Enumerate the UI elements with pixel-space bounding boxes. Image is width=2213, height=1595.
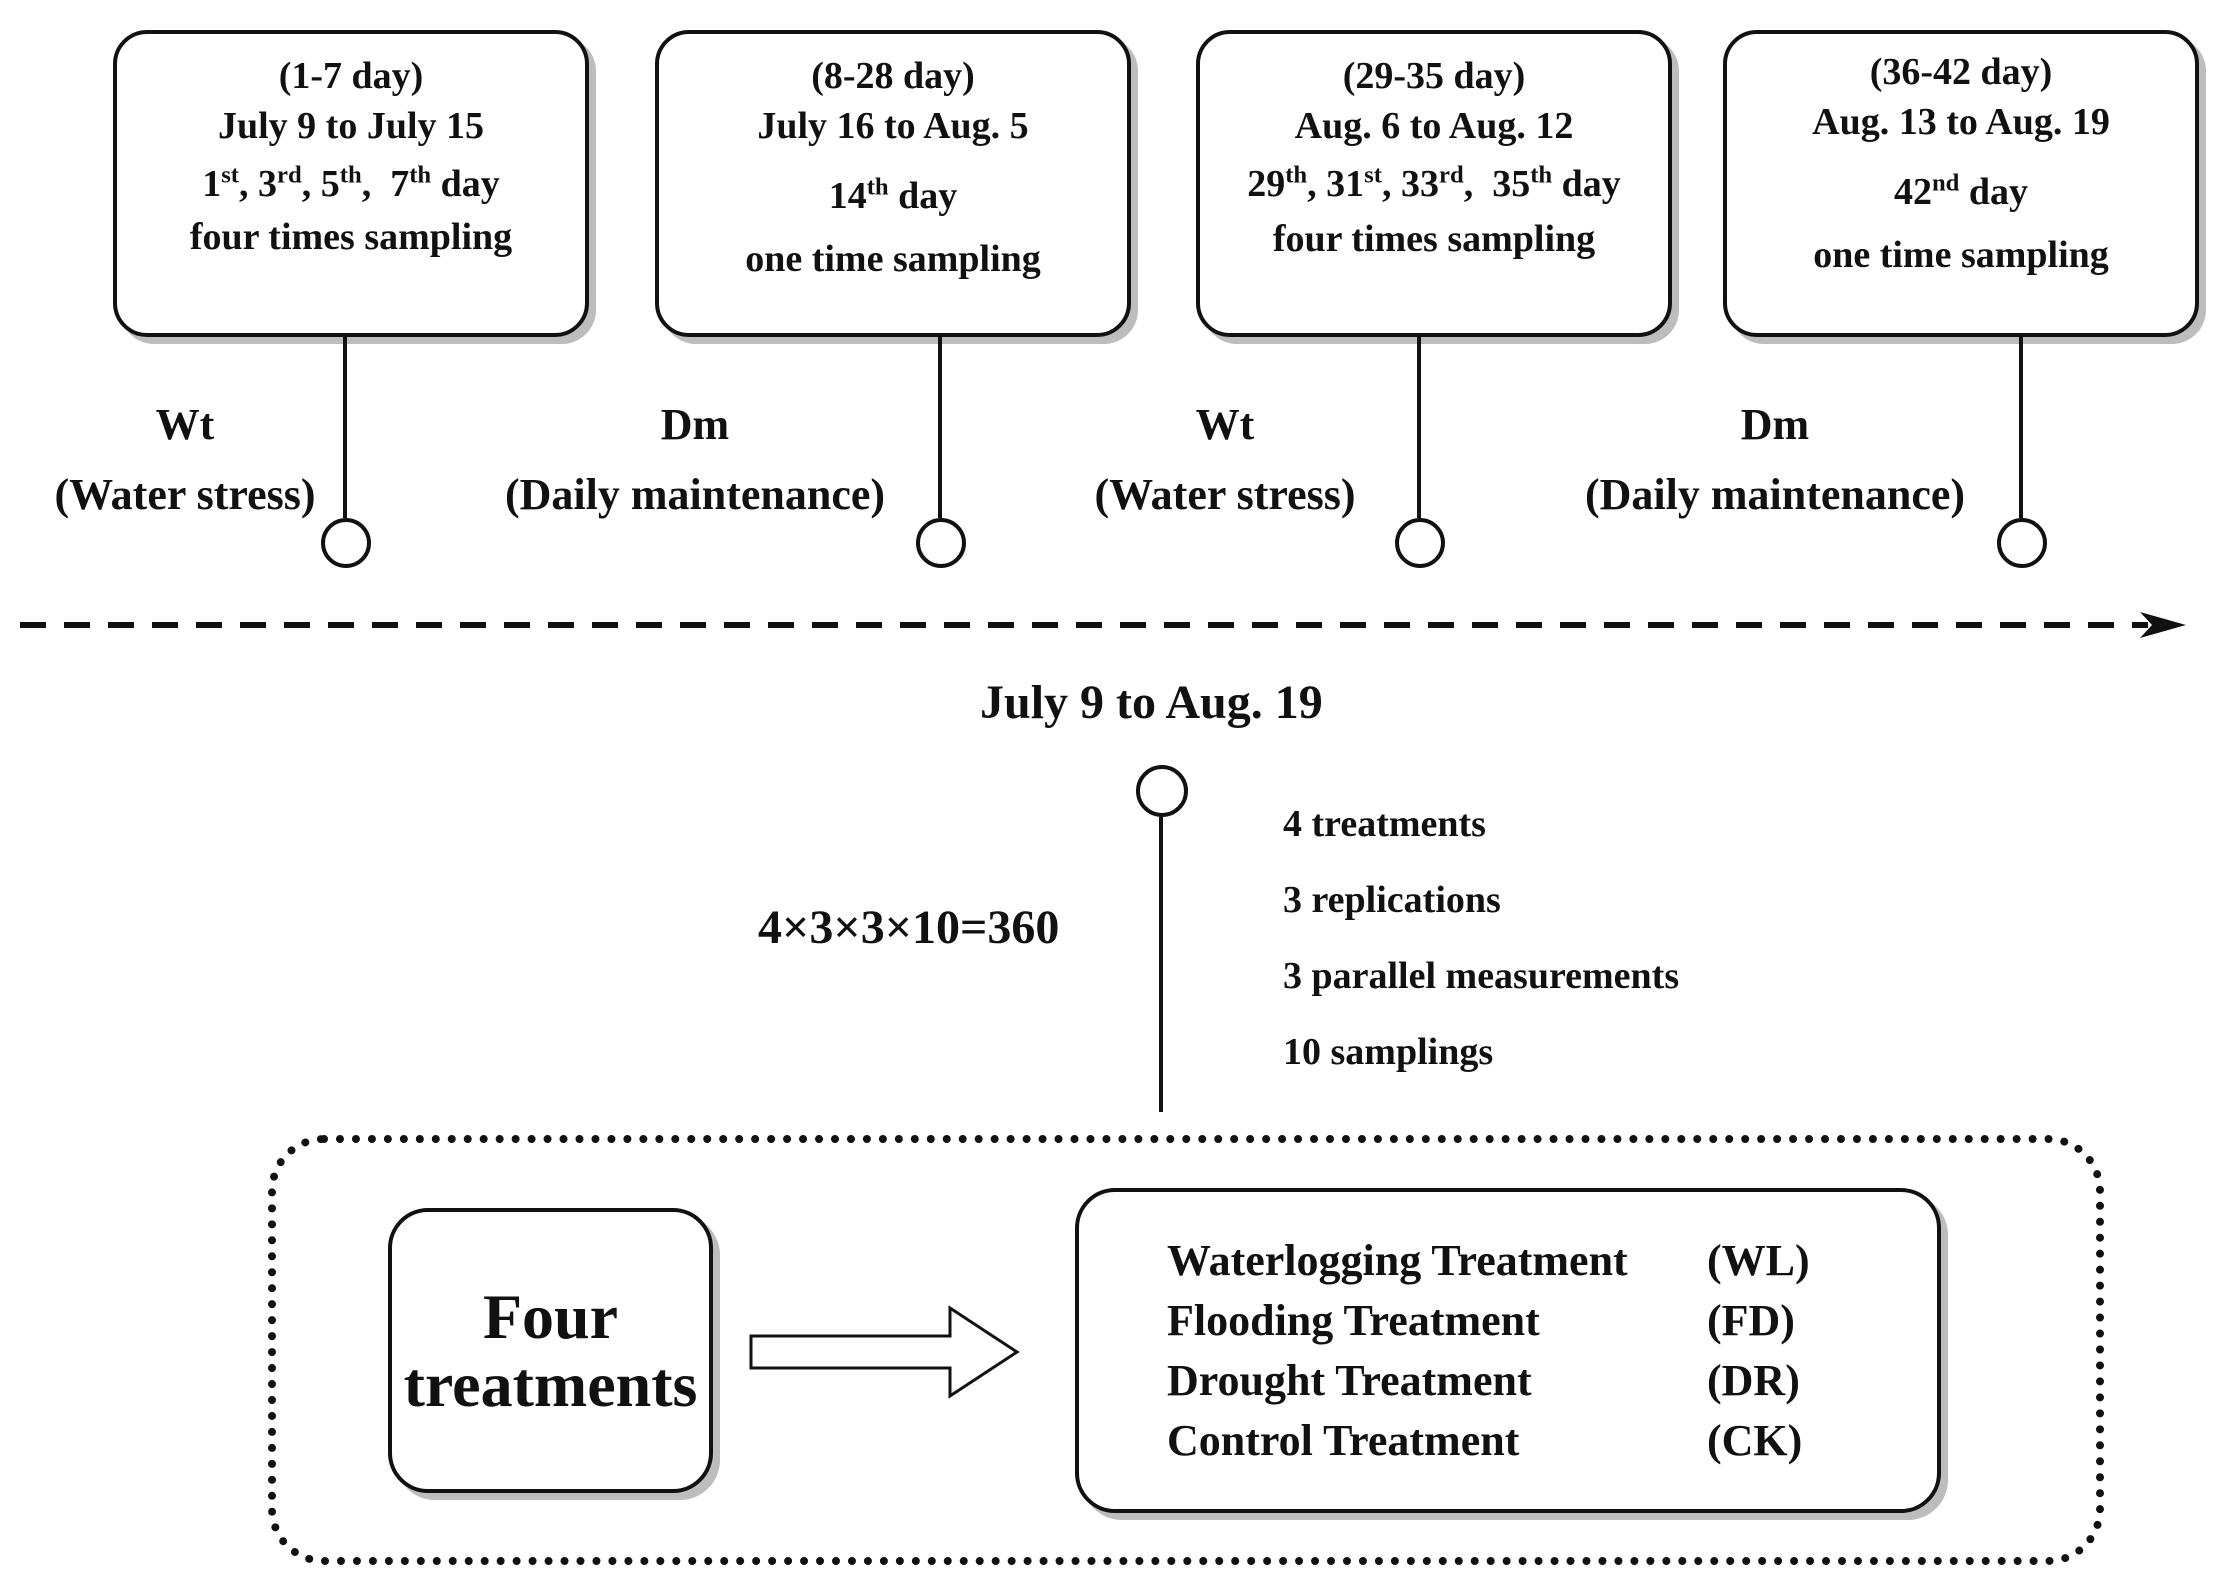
treatment-code: (CK)	[1707, 1415, 1803, 1465]
phase-name: (Water stress)	[1094, 470, 1356, 520]
treatment-code: (DR)	[1707, 1355, 1800, 1405]
sample-day-separator: ,	[301, 162, 321, 205]
date-range: July 9 to July 15	[217, 104, 485, 147]
treatment-list-box: Waterlogging Treatment (WL) Flooding Tre…	[1075, 1188, 1941, 1513]
phase-connector-1	[343, 337, 347, 518]
period-connector	[1159, 817, 1163, 1112]
sample-days: 29th, 31st, 33rd, 35th day	[1247, 161, 1621, 206]
phase-abbr: Dm	[1740, 400, 1810, 449]
ordinal-suffix: st	[221, 161, 240, 189]
date-range: July 16 to Aug. 5	[757, 104, 1029, 147]
period-node	[1136, 765, 1188, 817]
sample-day-separator: day	[888, 174, 958, 217]
timeline-node-3	[1395, 518, 1445, 568]
hollow-arrow	[749, 1305, 1020, 1399]
timeline-node-2	[916, 518, 966, 568]
ordinal-suffix: th	[1285, 161, 1308, 189]
sample-day-separator: ,	[1307, 162, 1327, 205]
sample-day-number: 29	[1247, 162, 1286, 205]
day-range: (1-7 day)	[278, 55, 424, 97]
ordinal-suffix: rd	[1439, 161, 1464, 189]
phase-label-2: Dm (Daily maintenance)	[480, 390, 910, 531]
treatment-name: Control Treatment	[1167, 1415, 1520, 1465]
treatment-row-fd: Flooding Treatment (FD)	[1167, 1291, 1795, 1351]
phase-box-1: (1-7 day) July 9 to July 15 1st, 3rd, 5t…	[113, 30, 589, 337]
sample-days: 42nd day	[1893, 169, 2029, 214]
day-range: (36-42 day)	[1869, 51, 2053, 93]
sample-day-number: 42	[1893, 170, 1932, 213]
sample-day-number: 5	[320, 162, 340, 205]
phase-abbr: Dm	[660, 400, 730, 449]
sample-day-separator: ,	[1463, 162, 1493, 205]
sample-day-number: 31	[1326, 162, 1365, 205]
phase-box-2: (8-28 day) July 16 to Aug. 5 14th day on…	[655, 30, 1131, 337]
phase-box-3: (29-35 day) Aug. 6 to Aug. 12 29th, 31st…	[1196, 30, 1672, 337]
sample-day-separator: ,	[361, 162, 391, 205]
sampling-count: one time sampling	[1813, 234, 2109, 277]
phase-abbr: Wt	[155, 400, 215, 449]
ordinal-suffix: th	[866, 173, 889, 201]
treatment-row-ck: Control Treatment (CK)	[1167, 1411, 1802, 1471]
ordinal-suffix: th	[1530, 161, 1553, 189]
sampling-count: one time sampling	[745, 238, 1041, 281]
treatment-code: (FD)	[1707, 1295, 1795, 1345]
sample-day-separator: ,	[1382, 162, 1401, 205]
treatment-group-frame	[268, 1135, 2104, 1565]
sample-day-separator: day	[1959, 170, 2029, 213]
period-label: July 9 to Aug. 19	[980, 676, 1323, 729]
ordinal-suffix: st	[1364, 161, 1382, 189]
sample-formula: 4×3×3×10=360	[758, 901, 1060, 954]
phase-label-3: Wt (Water stress)	[1070, 390, 1380, 531]
four-treatments-line1: Four	[482, 1281, 619, 1353]
phase-name: (Water stress)	[54, 470, 316, 520]
phase-abbr: Wt	[1195, 400, 1255, 449]
treatment-code: (WL)	[1707, 1235, 1810, 1285]
phase-label-1: Wt (Water stress)	[30, 390, 340, 531]
design-item: 3 parallel measurements	[1283, 955, 1680, 997]
treatment-row-dr: Drought Treatment (DR)	[1167, 1351, 1800, 1411]
timeline-node-4	[1997, 518, 2047, 568]
sample-day-separator: day	[431, 162, 500, 205]
phase-box-4: (36-42 day) Aug. 13 to Aug. 19 42nd day …	[1723, 30, 2199, 337]
day-range: (8-28 day)	[811, 55, 975, 97]
timeline-node-1	[321, 518, 371, 568]
day-range: (29-35 day)	[1342, 55, 1526, 97]
sample-day-number: 14	[828, 174, 867, 217]
design-item: 10 samplings	[1283, 1031, 1494, 1073]
treatment-name: Drought Treatment	[1167, 1355, 1532, 1405]
sample-days: 1st, 3rd, 5th, 7th day	[202, 161, 500, 206]
ordinal-suffix: rd	[277, 161, 302, 189]
sampling-count: four times sampling	[189, 216, 513, 259]
sample-day-number: 33	[1401, 162, 1439, 205]
sample-day-separator: day	[1552, 162, 1621, 205]
phase-label-4: Dm (Daily maintenance)	[1560, 390, 1990, 531]
sample-day-number: 3	[258, 162, 278, 205]
design-item: 3 replications	[1283, 879, 1501, 921]
sample-days: 14th day	[828, 173, 958, 218]
phase-name: (Daily maintenance)	[1584, 470, 1966, 520]
four-treatments-line2: treatments	[403, 1348, 698, 1420]
design-item: 4 treatments	[1283, 803, 1486, 845]
design-list: 4 treatments 3 replications 3 parallel m…	[1283, 786, 1679, 1090]
sample-day-number: 7	[390, 162, 410, 205]
treatment-name: Flooding Treatment	[1167, 1295, 1540, 1345]
sampling-count: four times sampling	[1272, 218, 1596, 261]
phase-connector-3	[1417, 337, 1421, 518]
ordinal-suffix: nd	[1931, 169, 1960, 197]
ordinal-suffix: th	[409, 161, 432, 189]
four-treatments-box: Four treatments	[388, 1208, 713, 1493]
treatment-row-wl: Waterlogging Treatment (WL)	[1167, 1231, 1810, 1291]
date-range: Aug. 6 to Aug. 12	[1294, 104, 1574, 147]
sample-day-separator: ,	[239, 162, 259, 205]
phase-connector-2	[938, 337, 942, 518]
treatment-name: Waterlogging Treatment	[1167, 1235, 1628, 1285]
sample-day-number: 35	[1492, 162, 1531, 205]
phase-connector-4	[2019, 337, 2023, 518]
sample-day-number: 1	[202, 162, 222, 205]
ordinal-suffix: th	[339, 161, 362, 189]
phase-name: (Daily maintenance)	[504, 470, 886, 520]
timeline-arrow	[20, 612, 2186, 638]
date-range: Aug. 13 to Aug. 19	[1812, 100, 2110, 143]
